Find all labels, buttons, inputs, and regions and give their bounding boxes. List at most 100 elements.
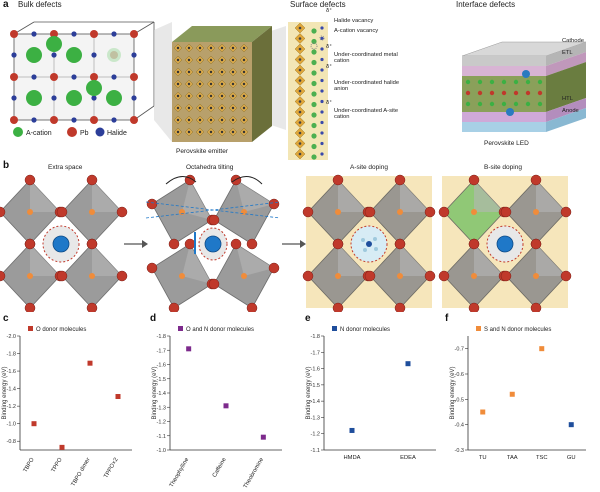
b-site-atom [89,273,95,279]
pb-atom [231,70,235,74]
pb-atom [10,73,18,81]
halide-atom [86,302,98,312]
halide-atom [320,110,324,114]
dopant-atom [361,238,365,242]
halide-atom [268,198,280,210]
y-tick-label: -1.2 [7,404,16,410]
octahedron-face [338,180,368,212]
pb-atom [298,152,302,156]
a-cation-atom [26,47,42,63]
pb-atom [231,46,235,50]
data-point [186,346,192,352]
octahedron-face [92,180,122,212]
pb-atom [187,94,191,98]
pb-atom [90,30,98,38]
halide-atom [530,174,542,186]
a-cation-atom [311,28,317,34]
halide-atom [530,238,542,250]
pb-atom [298,47,302,51]
halide-atom [11,95,17,101]
pb-atom [187,58,191,62]
a-cation-legend-dot [13,127,23,137]
halide-atom [320,141,324,146]
category-label: TBPO [23,457,36,474]
halide-atom [320,78,324,83]
halide-atom [530,302,542,312]
a-cation-atom [311,133,317,139]
pb-atom [298,68,302,72]
under-coordinated-halide-anion-label: Under-coordinated halide anion [334,80,400,92]
data-point [115,394,121,400]
halide-atom [91,52,97,58]
halide-atom [24,238,36,250]
device-atom [477,90,483,96]
halide-atom [91,95,97,101]
pb-atom [298,79,302,82]
panel-f-label: f [445,313,449,324]
pb-atom [130,73,138,81]
halide-legend-label: Halide [107,130,127,137]
pb-atom [298,142,302,145]
halide-atom [11,52,17,58]
pb-atom [130,116,138,124]
pb-atom [220,58,224,62]
halide-atom [71,74,77,80]
bulk-legend: A-cation Pb Halide [13,127,127,137]
legend-marker [332,326,337,331]
data-point [509,391,515,397]
device-atom [465,79,471,85]
a-cation-atom [311,143,317,150]
octahedron-face [474,180,504,212]
pb-atom [209,58,213,62]
octahedron-face [338,244,368,276]
pb-atom [220,106,224,110]
pb-atom [176,106,180,110]
device-atom [513,90,519,96]
surface-column [288,22,328,160]
pb-atom [209,70,213,74]
halide-atom [320,99,324,104]
a-cation-atom [46,36,62,52]
halide-atom [31,31,37,37]
octahedra-panel [0,174,128,312]
device-atom [477,101,483,107]
halide-atom [111,31,117,37]
data-point [87,360,93,366]
octahedron-face [92,244,122,276]
y-tick-label: -1.8 [157,334,166,340]
pb-atom [187,106,191,110]
y-tick-label: -1.8 [7,352,16,358]
cathode-label: Cathode [562,38,584,44]
halide-atom [86,174,98,186]
pb-atom [242,58,246,62]
a-site-cation [496,235,514,253]
halide-atom [320,36,324,41]
data-point [539,346,545,352]
halide-atom [51,52,57,58]
halide-atom [71,31,77,37]
y-tick-label: -1.7 [311,350,320,356]
pb-atom [220,130,224,134]
b-site-atom [397,273,403,279]
octahedra-panel [145,174,281,312]
pb-atom [298,100,302,103]
octahedron-face [182,180,212,220]
octahedra-panel [438,174,572,312]
a-cation-atom [66,47,82,63]
halide-atom [500,206,512,218]
halide-atom [131,52,137,58]
pb-atom [242,94,246,98]
tilt-axis [145,201,281,219]
a-site-cation [52,235,70,253]
pb-atom [298,131,302,135]
halide-atom [468,174,480,186]
octahedron-face [474,244,504,276]
pb-atom [198,46,202,50]
halide-atom [24,302,36,312]
device-atom [513,101,519,107]
device-atom [525,79,531,85]
halide-atom [56,270,68,282]
category-label: Caffeine [212,457,228,479]
a-cation-atom [86,80,102,96]
device-atom [513,79,519,85]
